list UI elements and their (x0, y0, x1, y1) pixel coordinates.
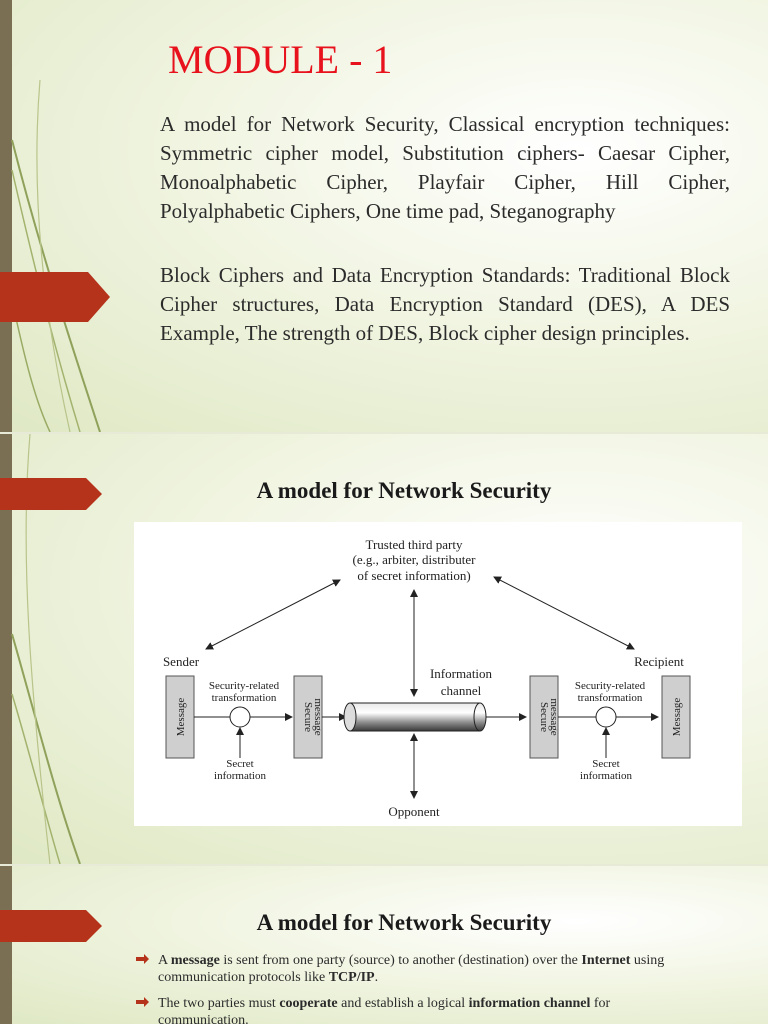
topics-paragraph-2: Block Ciphers and Data Encryption Standa… (160, 263, 730, 345)
network-security-diagram: Trusted third party (e.g., arbiter, dist… (134, 522, 742, 826)
sender-secure-label-2: message (312, 698, 324, 735)
recipient-secure-label-2: message (548, 698, 560, 735)
recipient-message-label: Message (671, 698, 683, 737)
sender-message-label: Message (175, 698, 187, 737)
slide-heading: A model for Network Security (256, 478, 552, 503)
recipient-label: Recipient (634, 654, 684, 669)
slide-divider (0, 864, 768, 866)
sender-transform-label-2: transformation (212, 692, 277, 704)
red-tab-marker (0, 478, 102, 510)
sender-secret-label-2: information (214, 770, 266, 782)
bullet-emphasis: Internet (581, 953, 631, 968)
recipient-transform-circle (595, 706, 617, 728)
sender-secret-label-1: Secret (226, 758, 253, 770)
topics-paragraph-1: A model for Network Security, Classical … (160, 112, 730, 223)
slide-divider (0, 432, 768, 434)
recipient-secure-message-box (529, 675, 559, 759)
bullet-arrow-icon (136, 997, 149, 1007)
bullet-text: The two parties must (158, 996, 280, 1011)
left-accent-bar (0, 0, 12, 432)
trusted-recipient-arrow (493, 576, 635, 650)
recipient-secret-label-1: Secret (592, 758, 619, 770)
bullet-text: . (374, 970, 379, 985)
opponent-label: Opponent (388, 804, 440, 819)
trusted-party-label-2: (e.g., arbiter, distributer (353, 552, 477, 567)
trusted-party-label-1: Trusted third party (365, 537, 463, 552)
slide-3: A model for Network Security A message i… (0, 866, 768, 1024)
trusted-sender-arrow (205, 579, 341, 650)
bullet-list: A message is sent from one party (source… (136, 952, 696, 1024)
slide-1: MODULE - 1 A model for Network Security,… (0, 0, 768, 432)
channel-label-1: Information (430, 666, 493, 681)
left-accent-bar (0, 866, 12, 1024)
recipient-secret-label-2: information (580, 770, 632, 782)
bullet-text: for communication. (158, 996, 611, 1024)
bullet-text: using communication protocols like (158, 953, 665, 985)
sender-transform-circle (229, 706, 251, 728)
information-channel-tube (349, 702, 481, 732)
bullet-arrow-icon (136, 954, 149, 964)
bullet-item: A message is sent from one party (source… (136, 952, 696, 986)
sender-secure-message-box (293, 675, 323, 759)
left-accent-bar (0, 434, 12, 864)
sender-label: Sender (163, 654, 200, 669)
module-title: MODULE - 1 (168, 37, 393, 82)
red-tab-marker (0, 910, 102, 942)
bullet-text: A (158, 953, 171, 968)
sender-transform-label-1: Security-related (209, 680, 280, 692)
channel-label-2: channel (441, 683, 482, 698)
bullet-text: is sent from one party (source) to anoth… (219, 953, 582, 968)
recipient-secure-label-1: Secure (538, 702, 550, 732)
bullet-emphasis: TCP/IP (328, 970, 375, 985)
bullet-item: The two parties must cooperate and estab… (136, 995, 696, 1024)
slide-heading: A model for Network Security (256, 910, 552, 935)
bullet-emphasis: message (170, 953, 220, 968)
bullet-emphasis: cooperate (279, 996, 338, 1011)
recipient-transform-label-2: transformation (578, 692, 643, 704)
red-tab-marker (0, 272, 110, 322)
slide-2: A model for Network Security Trusted thi… (0, 434, 768, 864)
decorative-swoosh (11, 79, 101, 432)
trusted-party-label-3: of secret information) (357, 568, 470, 583)
recipient-message-box (661, 675, 691, 759)
recipient-transform-label-1: Security-related (575, 680, 646, 692)
bullet-emphasis: information channel (468, 996, 591, 1011)
sender-secure-label-1: Secure (302, 702, 314, 732)
bullet-text: and establish a logical (337, 996, 469, 1011)
